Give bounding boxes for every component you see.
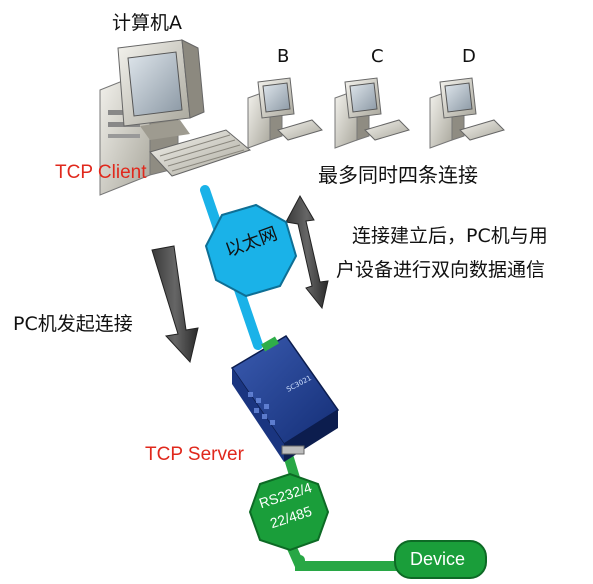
computer-b-label: B: [277, 46, 290, 67]
bidirectional-arrow-icon: [285, 194, 329, 310]
computer-d-label: D: [462, 46, 476, 67]
bidirectional-caption-line1: 连接建立后，PC机与用: [352, 225, 548, 247]
tcp-server-label: TCP Server: [145, 444, 244, 465]
computer-b-icon: [247, 77, 323, 149]
tcp-client-label: TCP Client: [55, 162, 147, 183]
computer-c-label: C: [371, 46, 384, 67]
ethernet-octagon: [204, 203, 298, 298]
computer-d-icon: [429, 77, 505, 149]
device-label: Device: [410, 549, 466, 569]
max-connections-caption: 最多同时四条连接: [318, 163, 478, 187]
computer-c-icon: [334, 77, 410, 149]
connect-arrow-icon: [151, 245, 199, 364]
computer-a-icon: [99, 39, 252, 196]
bidirectional-caption-line2: 户设备进行双向数据通信: [336, 259, 546, 281]
device-box: [394, 540, 487, 579]
initiate-caption: PC机发起连接: [13, 313, 133, 335]
serial-cable-lower: [287, 545, 415, 571]
serial-octagon: [248, 472, 330, 552]
computer-a-label: 计算机A: [112, 12, 182, 34]
server-device-icon: SC3021: [230, 335, 340, 462]
